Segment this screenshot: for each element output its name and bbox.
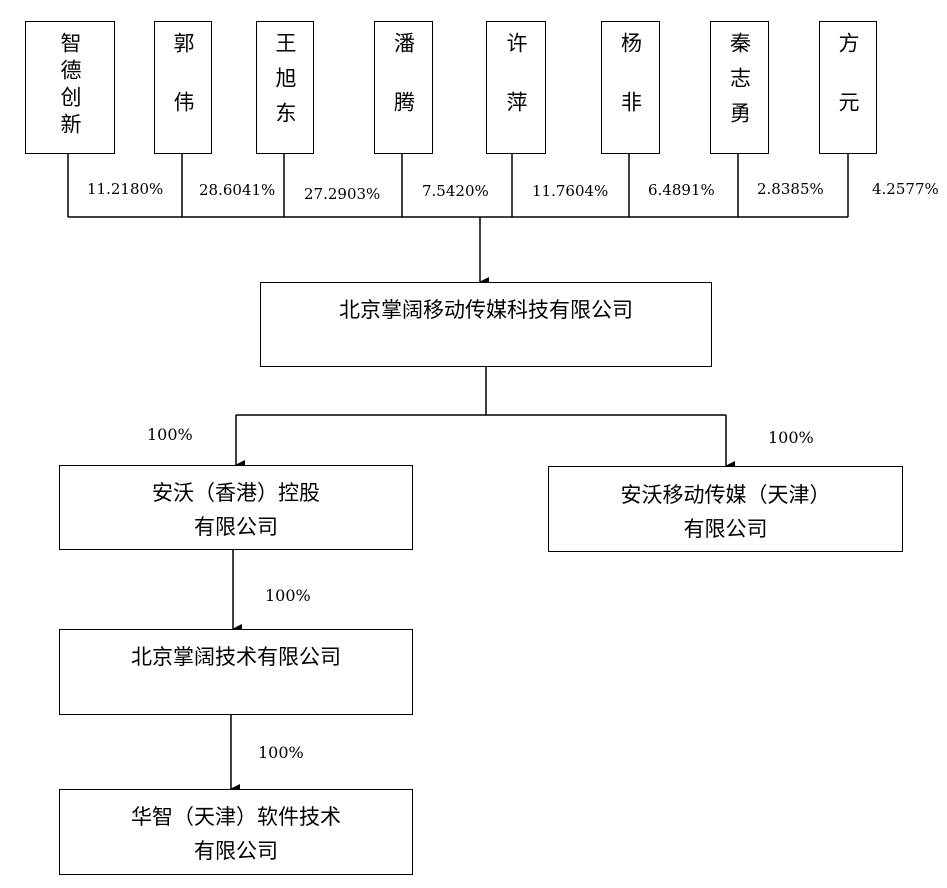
shareholder-name: 智德创新 [58, 32, 82, 140]
shareholder-box-yangfei: 杨非 [601, 21, 660, 154]
bj-ownership-pct: 100% [265, 586, 311, 605]
subsidiary-name-line2: 有限公司 [683, 517, 768, 541]
shareholder-pct: 28.6041% [199, 181, 276, 199]
shareholder-box-wangxudong: 王旭东 [256, 21, 314, 154]
tj-ownership-pct: 100% [768, 428, 814, 447]
shareholder-box-fangyuan: 方元 [819, 21, 877, 154]
subsidiary-box-anwo-tianjin: 安沃移动传媒（天津） 有限公司 [548, 466, 903, 552]
subsidiary-name-line1: 北京掌阔技术有限公司 [131, 645, 341, 669]
subsidiary-name-line2: 有限公司 [194, 839, 278, 863]
shareholder-pct: 27.2903% [304, 185, 381, 203]
shareholder-pct: 4.2577% [872, 180, 939, 198]
shareholder-box-zhide: 智德创新 [25, 21, 115, 154]
shareholder-pct: 2.8385% [757, 180, 824, 198]
shareholder-name: 王旭东 [273, 32, 297, 137]
subsidiary-box-anwo-hk: 安沃（香港）控股 有限公司 [59, 465, 413, 550]
shareholder-box-qinzhiyong: 秦志勇 [710, 21, 769, 154]
shareholder-name: 方元 [836, 32, 860, 150]
subsidiary-name-line1: 安沃（香港）控股 [152, 481, 320, 505]
shareholder-name: 杨非 [618, 32, 643, 150]
shareholder-pct: 11.7604% [532, 182, 609, 200]
hk-ownership-pct: 100% [147, 425, 193, 444]
shareholder-name: 许萍 [504, 32, 528, 150]
parent-company-name: 北京掌阔移动传媒科技有限公司 [339, 298, 633, 322]
shareholder-box-guowei: 郭伟 [154, 21, 212, 154]
shareholder-box-xuping: 许萍 [486, 21, 546, 154]
shareholder-name: 郭伟 [171, 32, 195, 150]
shareholder-pct: 7.5420% [422, 182, 489, 200]
subsidiary-name-line2: 有限公司 [194, 515, 278, 539]
subsidiary-box-beijing-tech: 北京掌阔技术有限公司 [59, 629, 413, 715]
shareholder-name: 秦志勇 [727, 32, 752, 137]
parent-company-box: 北京掌阔移动传媒科技有限公司 [260, 282, 712, 367]
subsidiary-name-line1: 安沃移动传媒（天津） [620, 483, 831, 507]
shareholder-box-panteng: 潘腾 [374, 21, 433, 154]
subsidiary-name-line1: 华智（天津）软件技术 [131, 805, 341, 829]
shareholder-pct: 11.2180% [87, 180, 164, 198]
shareholder-name: 潘腾 [391, 32, 416, 150]
subsidiary-box-huazhi-tianjin: 华智（天津）软件技术 有限公司 [59, 789, 413, 875]
hz-ownership-pct: 100% [258, 743, 304, 762]
shareholder-pct: 6.4891% [648, 181, 715, 199]
